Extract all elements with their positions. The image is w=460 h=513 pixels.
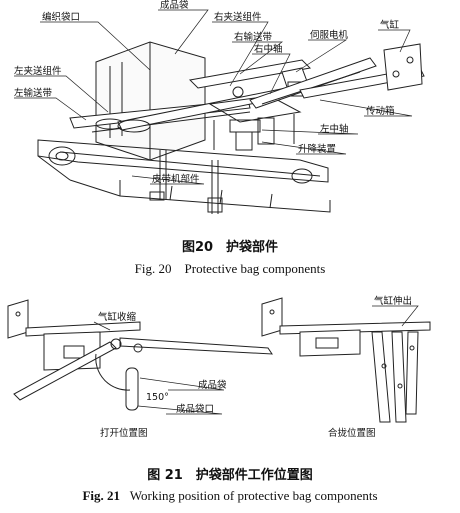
figure-21-caption-text: Working position of protective bag compo… (129, 488, 378, 503)
open-position-lines (7, 299, 273, 411)
figure-21-drawing: 气缸收缩 150° 成品袋 成品袋口 打开位置图 气缸伸出 合拢位置图 (7, 295, 431, 439)
label-bag-mouth: 编织袋口 (42, 11, 80, 23)
closed-position-leaders (372, 305, 419, 327)
label-left-shaft: 左中轴 (320, 123, 349, 135)
label-servo-motor: 伺服电机 (310, 29, 349, 41)
machine-lines (37, 41, 425, 214)
label-angle: 150° (146, 392, 169, 403)
label-finished-bag-2: 成品袋 (198, 379, 227, 391)
figure-21-caption-cn: 图 21 护袋部件工作位置图 (147, 468, 313, 483)
label-open-position: 打开位置图 (100, 427, 148, 439)
leader-lines (14, 9, 413, 185)
open-position-leaders (93, 321, 225, 415)
label-finished-bag: 成品袋 (160, 0, 189, 11)
label-belt-machine: 皮带机部件 (152, 173, 200, 185)
label-cylinder: 气缸 (380, 19, 400, 31)
label-left-belt: 左输送带 (14, 87, 53, 99)
figure-21-caption-en: Fig. 21 Working position of protective b… (0, 488, 460, 504)
label-gearbox: 传动箱 (366, 105, 395, 117)
figure-21-caption-number: Fig. 21 (82, 488, 121, 503)
label-cylinder-extend: 气缸伸出 (374, 295, 412, 307)
label-left-clamp: 左夹送组件 (14, 65, 62, 77)
label-right-clamp: 右夹送组件 (214, 11, 262, 23)
label-right-shaft: 右中轴 (254, 43, 283, 55)
label-cylinder-retract: 气缸收缩 (98, 311, 137, 323)
label-lifting-device: 升降装置 (298, 143, 336, 155)
figure-20-caption-cn: 图20 护袋部件 (181, 240, 279, 255)
closed-position-lines (261, 297, 431, 423)
label-finished-bag-mouth: 成品袋口 (176, 403, 214, 415)
label-closed-position: 合拢位置图 (328, 427, 376, 439)
label-right-belt: 右输送带 (234, 31, 273, 43)
figure-20-caption-en: Fig. 20 Protective bag components (134, 261, 326, 276)
figure-20-drawing: 编织袋口 成品袋 右夹送组件 右输送带 右中轴 伺服电机 气缸 左夹送组件 左输… (14, 0, 425, 214)
